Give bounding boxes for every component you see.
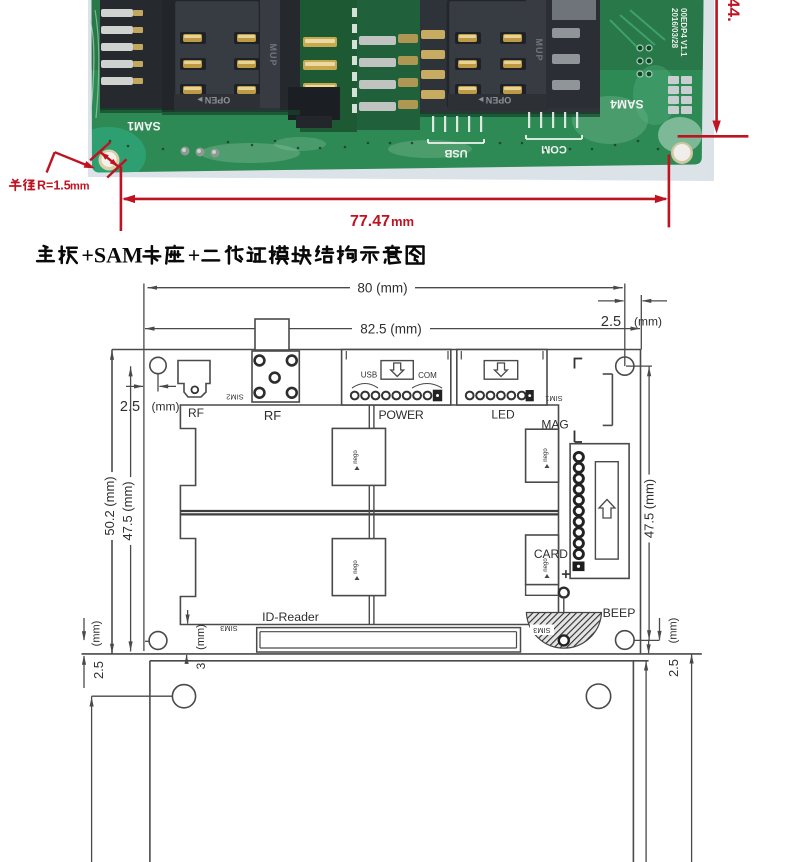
svg-text:3: 3 [194, 662, 208, 669]
svg-text:LED: LED [491, 408, 515, 422]
svg-text:(mm): (mm) [668, 618, 680, 644]
svg-text:SAM1: SAM1 [127, 119, 161, 133]
svg-text:(mm): (mm) [195, 624, 207, 650]
svg-text:44.: 44. [724, 0, 743, 22]
svg-text:SIM2: SIM2 [226, 393, 244, 402]
svg-text:77.47: 77.47 [350, 213, 390, 230]
svg-text:(mm): (mm) [634, 315, 662, 329]
svg-text:mm: mm [70, 181, 90, 193]
svg-text:(mm): (mm) [152, 400, 180, 414]
svg-text:R=1.5: R=1.5 [37, 179, 71, 193]
svg-text:50.2 (mm): 50.2 (mm) [102, 476, 117, 535]
svg-text:USB: USB [444, 147, 467, 159]
svg-text:00EDP4 V1.1: 00EDP4 V1.1 [679, 8, 688, 57]
svg-text:2.5: 2.5 [666, 659, 681, 677]
svg-text:RF: RF [188, 406, 204, 420]
svg-text:47.5 (mm): 47.5 (mm) [120, 481, 135, 540]
svg-text:MAG: MAG [541, 418, 568, 432]
svg-text:POWER: POWER [379, 408, 424, 422]
svg-text:ID-Reader: ID-Reader [262, 610, 319, 624]
svg-text:USB: USB [361, 371, 377, 380]
svg-text:SIM3: SIM3 [533, 626, 551, 635]
svg-text:47.5 (mm): 47.5 (mm) [642, 479, 657, 538]
svg-text:80 (mm): 80 (mm) [357, 281, 407, 296]
svg-text:SIM1: SIM1 [545, 394, 563, 403]
svg-text:OPEN ▸: OPEN ▸ [197, 95, 230, 105]
svg-text:(mm): (mm) [91, 621, 103, 647]
svg-text:MUP: MUP [534, 39, 544, 62]
svg-text:COM: COM [541, 143, 567, 155]
svg-text:COM: COM [418, 371, 437, 380]
svg-text:CARD: CARD [534, 547, 568, 561]
svg-text:MUP: MUP [268, 44, 278, 67]
svg-text:RF: RF [264, 408, 281, 423]
svg-text:nego: nego [543, 558, 549, 572]
svg-text:+: + [188, 243, 201, 268]
svg-text:nego: nego [543, 448, 549, 462]
svg-text:82.5 (mm): 82.5 (mm) [360, 321, 422, 336]
svg-text:2.5: 2.5 [601, 314, 621, 330]
svg-text:OPEN ▸: OPEN ▸ [478, 95, 511, 105]
svg-text:nego: nego [353, 560, 359, 574]
svg-text:+SAM: +SAM [81, 243, 143, 268]
svg-text:nego: nego [353, 450, 359, 464]
svg-text:BEEP: BEEP [603, 606, 636, 620]
svg-text:2.5: 2.5 [91, 661, 106, 679]
svg-text:SAM4: SAM4 [610, 97, 644, 111]
svg-text:mm: mm [391, 214, 414, 229]
svg-text:2016/03/28: 2016/03/28 [670, 8, 679, 49]
svg-text:SIM3: SIM3 [220, 624, 238, 633]
